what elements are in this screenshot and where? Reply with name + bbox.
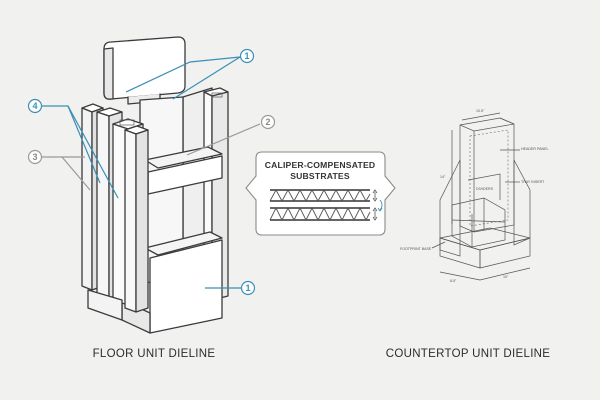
note-header-panel: HEADER PANEL <box>521 147 549 151</box>
dim-bottom-1: 8.5" <box>450 279 457 283</box>
callout-3-label: 3 <box>32 152 37 162</box>
countertop-unit-drawing: 10.5" 14" HEADER PANEL TRAY INSERT DIVID… <box>400 109 549 283</box>
callout-4: 4 <box>27 98 119 199</box>
callout-4-label: 4 <box>32 101 37 111</box>
callout-2-label: 2 <box>265 117 270 127</box>
callout-1-bottom-label: 1 <box>245 283 250 293</box>
note-dividers: DIVIDERS <box>476 187 494 191</box>
substrate-callout-box: CALIPER-COMPENSATED SUBSTRATES <box>245 151 396 236</box>
substrate-title-line1: CALIPER-COMPENSATED <box>265 160 376 170</box>
callout-1-top-label: 1 <box>244 51 249 61</box>
callout-1-top: 1 <box>125 48 255 100</box>
callout-1-bottom: 1 <box>205 280 256 296</box>
note-tray-insert: TRAY INSERT <box>521 180 545 184</box>
callout-2: 2 <box>186 114 276 156</box>
caliper-arrows <box>372 189 383 221</box>
corrugated-board-2 <box>269 206 371 222</box>
dim-height: 14" <box>440 175 446 179</box>
floor-unit-caption: FLOOR UNIT DIELINE <box>93 348 216 360</box>
dim-bottom-2: 10" <box>503 275 509 279</box>
note-footprint-base: FOOTPRINT BASE <box>400 247 432 251</box>
callout-3: 3 <box>27 149 91 191</box>
lower-base <box>121 231 223 334</box>
substrate-title-line2: SUBSTRATES <box>290 171 350 181</box>
header-sign <box>103 36 186 105</box>
countertop-unit-caption: COUNTERTOP UNIT DIELINE <box>386 348 551 360</box>
corrugated-board-1 <box>269 189 371 202</box>
floor-unit-drawing: 1 2 3 4 1 <box>27 36 276 334</box>
dim-top: 10.5" <box>476 109 485 113</box>
upper-shelf <box>144 146 223 195</box>
front-posts <box>112 118 149 313</box>
